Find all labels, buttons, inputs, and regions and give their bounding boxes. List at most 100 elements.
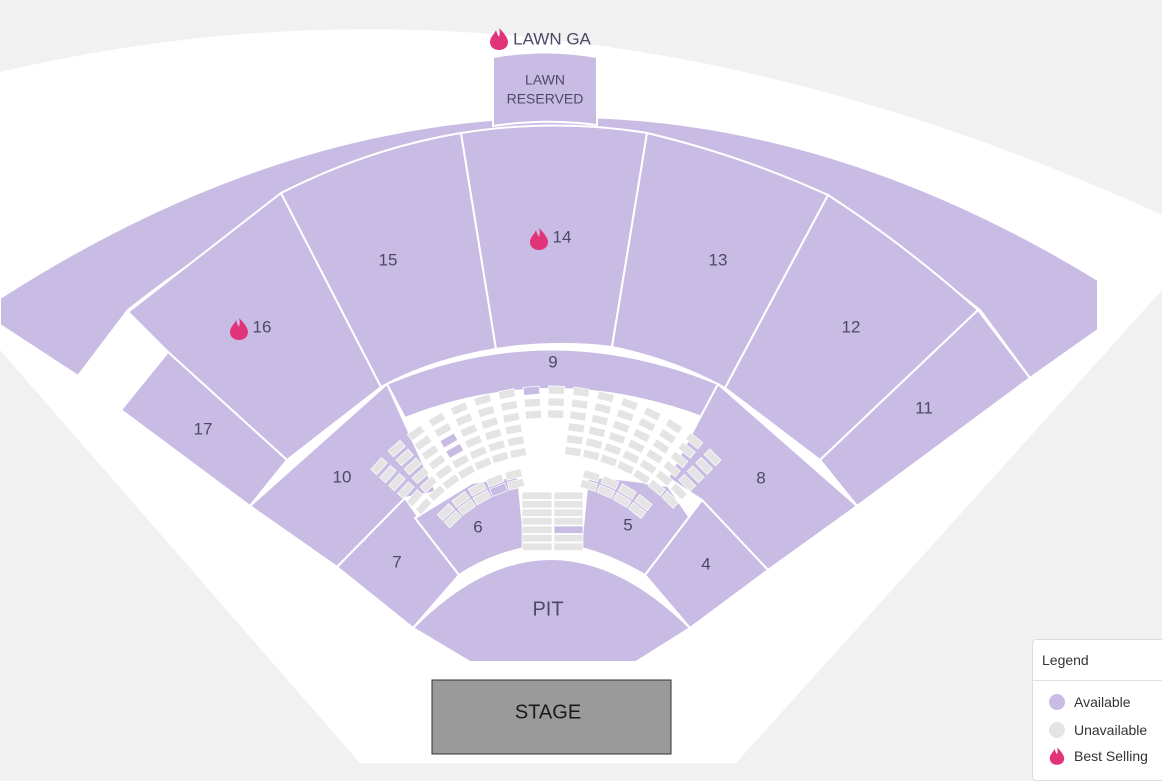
seat-block[interactable]	[553, 517, 584, 526]
seat-block[interactable]	[547, 397, 565, 407]
seat-block[interactable]	[524, 409, 543, 420]
seat-block[interactable]	[379, 465, 397, 484]
seat-block[interactable]	[637, 417, 657, 433]
seat-block[interactable]	[579, 478, 598, 492]
seat-block[interactable]	[553, 500, 584, 509]
seat-block[interactable]	[611, 419, 631, 434]
seat-block[interactable]	[509, 447, 528, 459]
seat-block[interactable]	[420, 444, 440, 461]
section-16[interactable]	[126, 191, 383, 462]
seat-block[interactable]	[647, 478, 666, 497]
seat-block[interactable]	[638, 458, 658, 475]
seat-block[interactable]	[581, 448, 601, 462]
seat-block[interactable]	[599, 453, 619, 468]
seat-block[interactable]	[411, 466, 430, 485]
seat-block[interactable]	[405, 489, 424, 508]
seat-block[interactable]	[678, 473, 697, 492]
seat-block[interactable]	[615, 408, 635, 423]
seat-block[interactable]	[427, 453, 447, 471]
seat-block[interactable]	[523, 397, 542, 408]
seat-block[interactable]	[473, 393, 493, 407]
seat-block[interactable]	[677, 441, 696, 459]
seat-block[interactable]	[570, 398, 589, 410]
seat-block[interactable]	[547, 409, 565, 419]
section-pit[interactable]	[411, 558, 692, 663]
seat-block[interactable]	[553, 491, 584, 500]
seat-block[interactable]	[491, 450, 510, 465]
seat-block[interactable]	[616, 460, 636, 476]
seat-block[interactable]	[502, 411, 521, 424]
seat-block[interactable]	[406, 424, 426, 442]
seat-block[interactable]	[645, 448, 664, 465]
seat-block[interactable]	[443, 510, 462, 529]
seat-block[interactable]	[600, 475, 620, 490]
seat-block[interactable]	[565, 434, 584, 446]
seat-block[interactable]	[596, 484, 616, 499]
seat-block[interactable]	[590, 413, 609, 427]
seat-block[interactable]	[388, 473, 406, 492]
seat-block[interactable]	[632, 427, 652, 444]
seat-block[interactable]	[480, 416, 500, 430]
seat-block[interactable]	[654, 469, 674, 487]
seat-block[interactable]	[658, 428, 677, 445]
seat-block[interactable]	[553, 534, 584, 543]
seat-block[interactable]	[521, 542, 553, 551]
seat-block[interactable]	[567, 422, 586, 434]
seat-block[interactable]	[553, 508, 584, 517]
seat-block[interactable]	[521, 534, 553, 543]
seat-block[interactable]	[661, 490, 680, 509]
seat-block[interactable]	[522, 385, 541, 396]
seat-block[interactable]	[450, 401, 469, 416]
section-lawn-reserved[interactable]	[492, 51, 598, 128]
seat-block[interactable]	[419, 475, 438, 494]
seat-block[interactable]	[603, 442, 623, 457]
seat-block[interactable]	[584, 437, 604, 450]
seat-block[interactable]	[468, 445, 488, 461]
seat-block[interactable]	[651, 438, 671, 455]
seat-block[interactable]	[504, 468, 523, 481]
seat-block[interactable]	[547, 385, 565, 395]
seat-block[interactable]	[477, 404, 496, 419]
seat-block[interactable]	[664, 418, 684, 435]
seat-block[interactable]	[451, 453, 471, 470]
seat-block[interactable]	[427, 411, 447, 428]
seat-block[interactable]	[457, 498, 477, 516]
seat-block[interactable]	[414, 497, 433, 516]
seat-block[interactable]	[669, 450, 689, 469]
seat-block[interactable]	[504, 423, 523, 436]
seat-block[interactable]	[521, 491, 553, 500]
seat-block[interactable]	[669, 482, 688, 501]
seat-block[interactable]	[436, 503, 455, 522]
seat-block[interactable]	[695, 456, 714, 475]
seat-block[interactable]	[413, 434, 433, 452]
seat-block[interactable]	[632, 468, 651, 485]
seat-block[interactable]	[596, 390, 615, 404]
seat-block[interactable]	[395, 448, 414, 467]
seat-block[interactable]	[403, 457, 422, 476]
seat-block[interactable]	[397, 481, 415, 500]
seat-block[interactable]	[587, 425, 607, 439]
seat-block[interactable]	[607, 430, 627, 445]
seat-block[interactable]	[627, 501, 647, 520]
seat-block[interactable]	[626, 438, 646, 454]
seat-block[interactable]	[387, 439, 406, 458]
seat-block[interactable]	[370, 456, 388, 476]
seat-block[interactable]	[634, 494, 653, 512]
seat-block[interactable]	[484, 427, 503, 442]
seat-block[interactable]	[684, 432, 704, 450]
seat-block[interactable]	[500, 400, 519, 412]
seat-block[interactable]	[464, 434, 483, 449]
seat-block[interactable]	[620, 397, 639, 412]
seat-block[interactable]	[434, 463, 454, 481]
seat-block[interactable]	[564, 446, 582, 458]
seat-block[interactable]	[662, 460, 681, 478]
seat-block[interactable]	[506, 435, 525, 448]
seat-block[interactable]	[441, 473, 461, 491]
seat-block[interactable]	[521, 500, 553, 509]
seat-block[interactable]	[445, 443, 465, 459]
seat-block[interactable]	[553, 542, 584, 551]
seat-block[interactable]	[459, 423, 479, 438]
seat-block[interactable]	[521, 508, 553, 517]
seat-block[interactable]	[572, 386, 591, 398]
seat-block[interactable]	[439, 432, 459, 449]
